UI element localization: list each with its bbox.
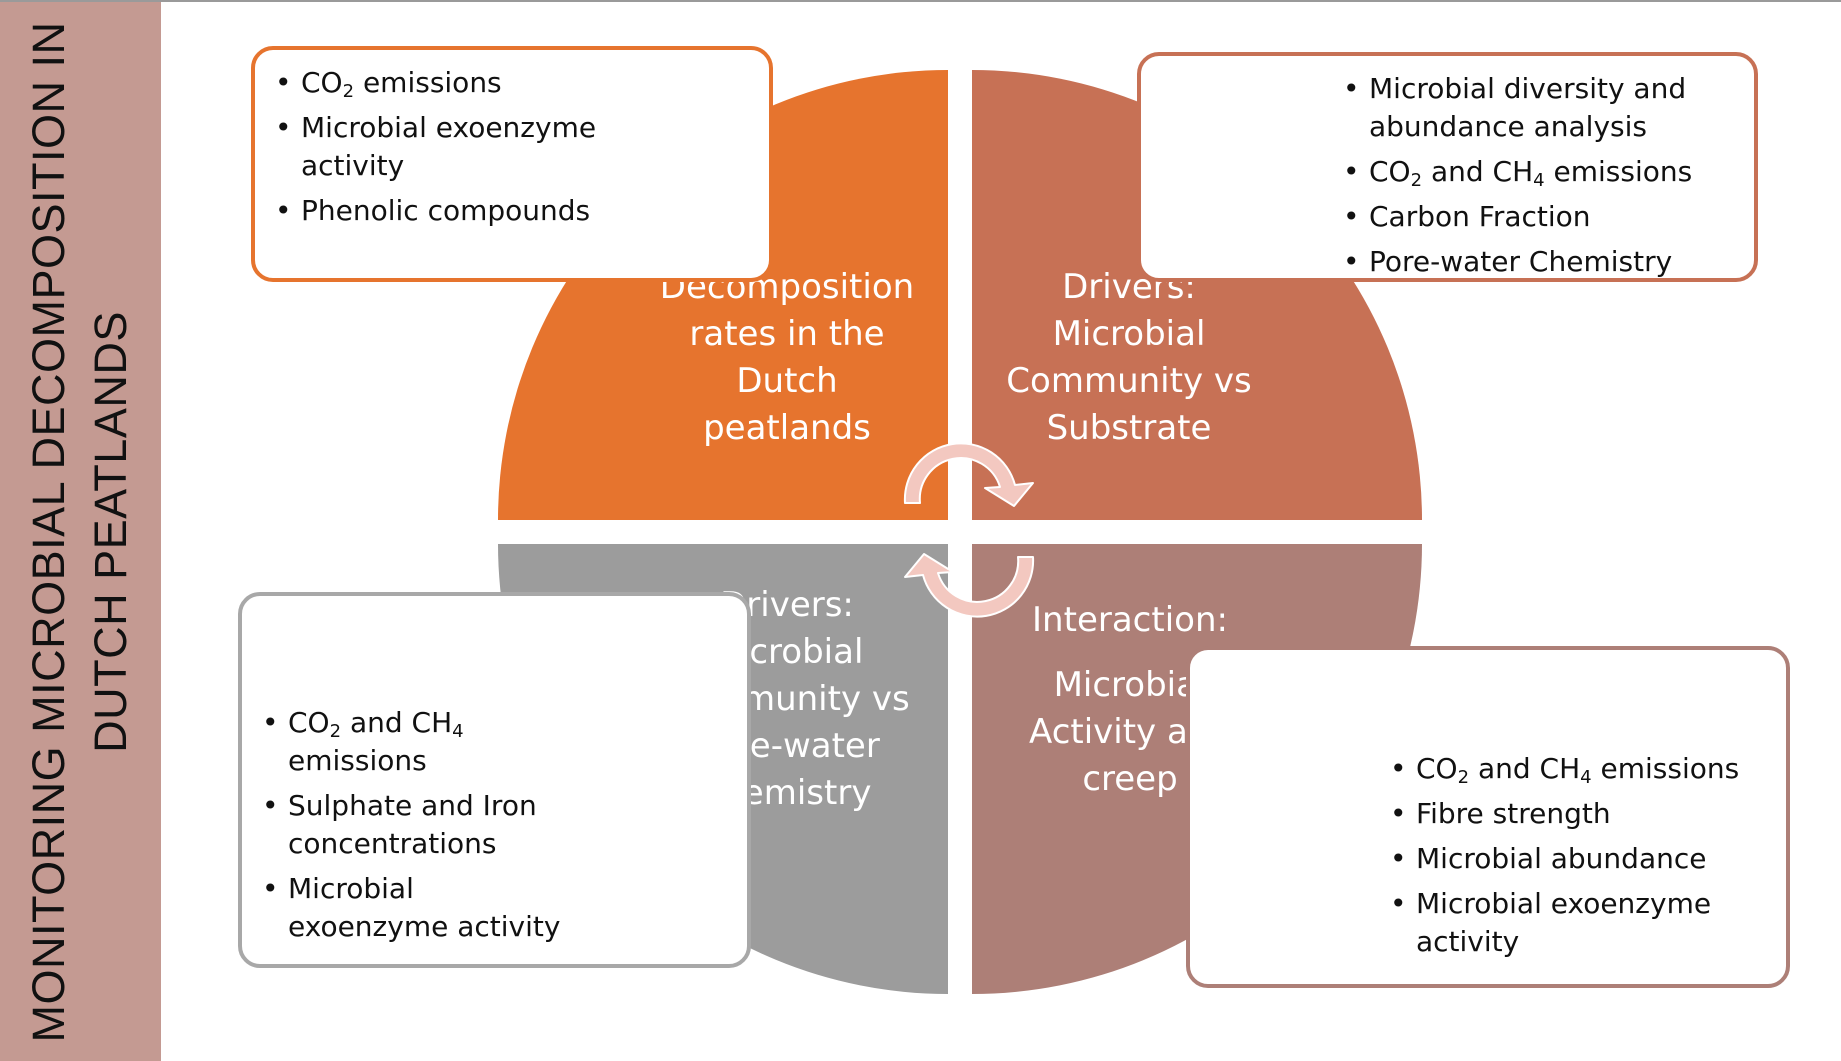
measurement-list: CO2 and CH4 emissions Fibre strength Mic… — [1388, 750, 1770, 961]
list-item: Fibre strength — [1388, 795, 1770, 833]
list-item: Phenolic compounds — [273, 192, 753, 230]
quadrant-label-line: rates in the — [689, 314, 885, 354]
title-sidebar: MONITORING MICROBIAL DECOMPOSITION IN DU… — [0, 2, 161, 1061]
cycle-arrow-top — [903, 442, 1034, 507]
quadrant-label-heading: Interaction: — [1032, 600, 1228, 640]
cycle-arrow-bottom — [904, 553, 1035, 618]
quadrant-label-line: Microbial — [1053, 665, 1207, 705]
quadrant-label-drivers-substrate: Drivers: Microbial Community vs Substrat… — [990, 264, 1268, 452]
quadrant-decomposition-rates — [498, 70, 948, 520]
quadrant-label-line: Substrate — [1046, 408, 1212, 448]
list-item: Microbial abundance — [1388, 840, 1770, 878]
quadrant-label-line: Community vs — [1006, 361, 1252, 401]
measurement-box-decomposition: CO2 emissions Microbial exoenzymeactivit… — [251, 46, 773, 282]
list-item: Carbon Fraction — [1341, 198, 1738, 236]
quadrant-label-line: Microbial — [1052, 314, 1206, 354]
quadrant-label-line: Dutch — [736, 361, 838, 401]
top-rule — [0, 0, 1841, 2]
list-item: CO2 emissions — [273, 64, 753, 102]
measurement-list: CO2 emissions Microbial exoenzymeactivit… — [273, 64, 753, 230]
quadrant-label-line: creep — [1082, 759, 1178, 799]
list-item: CO2 and CH4 emissions — [1341, 153, 1738, 191]
list-item: CO2 and CH4 emissions — [1388, 750, 1770, 788]
quadrant-drivers-substrate — [972, 70, 1422, 520]
measurement-box-interaction: CO2 and CH4 emissions Fibre strength Mic… — [1186, 646, 1790, 988]
quadrant-label-line: peatlands — [703, 408, 871, 448]
list-item: Pore-water Chemistry — [1341, 243, 1738, 281]
quadrant-label-decomposition: Decomposition rates in the Dutch peatlan… — [648, 264, 926, 452]
